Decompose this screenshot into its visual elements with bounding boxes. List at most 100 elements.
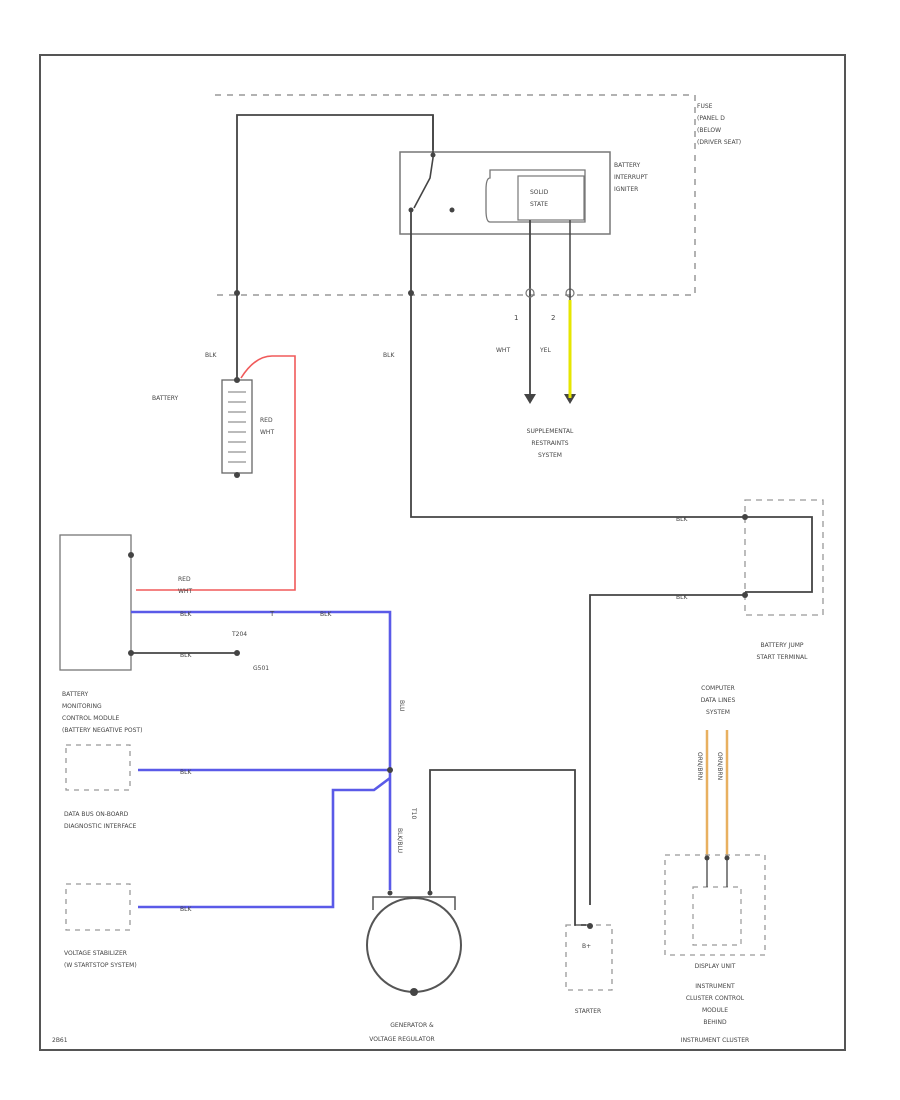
switch-node (430, 152, 436, 158)
red-wire (136, 355, 296, 591)
svg-text:IGNITER: IGNITER (614, 186, 638, 193)
jump-start-label: BATTERY JUMP START TERMINAL (757, 642, 809, 661)
interrupt-switch (413, 115, 434, 209)
svg-text:(DRIVER SEAT): (DRIVER SEAT) (697, 139, 741, 146)
svg-text:RESTRAINTS: RESTRAINTS (531, 440, 568, 447)
generator-node (427, 890, 433, 896)
svg-text:MODULE: MODULE (702, 1007, 728, 1014)
jump-node (742, 592, 748, 598)
ground-code-label: G501 (253, 665, 269, 672)
svg-text:(PANEL D: (PANEL D (697, 115, 725, 122)
jump-node (742, 514, 748, 520)
svg-text:START TERMINAL: START TERMINAL (757, 654, 809, 661)
starter-box (565, 924, 613, 991)
svg-text:SYSTEM: SYSTEM (538, 452, 562, 459)
diagram-code: 2B61 (52, 1037, 68, 1044)
svg-text:BATTERY JUMP: BATTERY JUMP (760, 642, 803, 649)
bmcm-node (128, 650, 134, 656)
yel-label: YEL (539, 347, 551, 354)
bmcm-node (128, 552, 134, 558)
battery-interrupt-igniter-label: BATTERY INTERRUPT IGNITER (614, 162, 648, 193)
display-unit-box (692, 886, 742, 946)
fuse-panel-label: FUSE (PANEL D (BELOW (DRIVER SEAT) (697, 103, 741, 146)
battery-interrupt-igniter-box (399, 151, 611, 235)
blk-blu-label: BLK/BLU (396, 828, 403, 853)
srs-label: SUPPLEMENTAL RESTRAINTS SYSTEM (527, 428, 574, 459)
orn-label: ORN/BRN (716, 752, 723, 780)
generator-node (387, 890, 393, 896)
starter-b-label: B+ (582, 943, 591, 950)
svg-text:VOLTAGE STABILIZER: VOLTAGE STABILIZER (64, 950, 127, 957)
orn-label: ORN/BRN (696, 752, 703, 780)
data-bus-label: DATA BUS ON-BOARD DIAGNOSTIC INTERFACE (64, 811, 137, 830)
fuse-panel-outline (215, 94, 696, 296)
svg-text:(BELOW: (BELOW (697, 127, 721, 134)
blk-label: BLK (676, 516, 688, 523)
blk-label: BLK (180, 611, 192, 618)
svg-text:MONITORING: MONITORING (62, 703, 102, 710)
diagram-frame (39, 54, 846, 1051)
svg-text:SOLID: SOLID (530, 189, 549, 196)
splice-t-label: T (269, 610, 275, 618)
solid-state-inner (517, 175, 585, 221)
svg-text:WHT: WHT (260, 429, 274, 436)
bmcm-label: BATTERY MONITORING CONTROL MODULE (BATTE… (62, 691, 142, 734)
wht-label: WHT (496, 347, 510, 354)
svg-text:DATA BUS ON-BOARD: DATA BUS ON-BOARD (64, 811, 129, 818)
arrow-icon (524, 394, 536, 404)
svg-text:SYSTEM: SYSTEM (706, 709, 730, 716)
svg-text:COMPUTER: COMPUTER (701, 685, 735, 692)
svg-text:FUSE: FUSE (697, 103, 713, 110)
blk-label: BLK (320, 611, 332, 618)
blk-label: BLK (205, 352, 217, 359)
svg-text:(W STARTSTOP SYSTEM): (W STARTSTOP SYSTEM) (64, 962, 137, 969)
svg-text:DATA LINES: DATA LINES (701, 697, 736, 704)
battery-monitoring-control-module (59, 534, 132, 671)
svg-text:RED: RED (178, 576, 191, 583)
connector-pin (525, 288, 535, 298)
t10-label: T10 (410, 807, 417, 819)
splice-node (234, 290, 240, 296)
svg-text:SUPPLEMENTAL: SUPPLEMENTAL (527, 428, 574, 435)
black-wires (131, 114, 813, 926)
svg-text:INSTRUMENT CLUSTER: INSTRUMENT CLUSTER (681, 1037, 749, 1044)
blk-label: BLK (180, 652, 192, 659)
svg-text:DIAGNOSTIC INTERFACE: DIAGNOSTIC INTERFACE (64, 823, 137, 830)
blk-label: BLK (676, 594, 688, 601)
red-wht-bcm-label: RED WHT (178, 576, 192, 595)
pin-2-label: 2 (551, 314, 555, 322)
switch-node (449, 207, 455, 213)
arrow-icon (564, 394, 576, 404)
svg-text:RED: RED (260, 417, 273, 424)
blk-label: BLK (180, 769, 192, 776)
generator-label: GENERATOR & VOLTAGE REGULATOR (369, 1022, 434, 1043)
jump-start-terminal-box (744, 499, 824, 616)
svg-text:BEHIND: BEHIND (703, 1019, 727, 1026)
battery-negative-terminal (234, 377, 240, 383)
voltage-stabilizer-label: VOLTAGE STABILIZER (W STARTSTOP SYSTEM) (64, 950, 137, 969)
splice-node (408, 290, 414, 296)
solid-state-label: SOLID STATE (530, 189, 549, 208)
starter-node (587, 923, 593, 929)
solid-state-box (485, 169, 586, 223)
svg-text:INSTRUMENT: INSTRUMENT (695, 983, 735, 990)
svg-text:CLUSTER CONTROL: CLUSTER CONTROL (686, 995, 745, 1002)
ground-t-label: T204 (231, 631, 247, 638)
generator-ground (410, 988, 418, 996)
bus-splice (387, 767, 393, 773)
blue-wires (131, 610, 392, 909)
svg-text:(BATTERY NEGATIVE POST): (BATTERY NEGATIVE POST) (62, 727, 142, 734)
svg-text:CONTROL MODULE: CONTROL MODULE (62, 715, 119, 722)
starter-label: STARTER (575, 1008, 601, 1015)
svg-text:BATTERY: BATTERY (614, 162, 641, 169)
data-bus-box (65, 744, 131, 791)
generator-symbol (366, 897, 462, 993)
battery-label: BATTERY (152, 395, 179, 402)
svg-text:GENERATOR &: GENERATOR & (390, 1022, 434, 1029)
svg-text:BATTERY: BATTERY (62, 691, 89, 698)
svg-text:VOLTAGE REGULATOR: VOLTAGE REGULATOR (369, 1036, 434, 1043)
svg-text:STATE: STATE (530, 201, 548, 208)
blk-label: BLK (383, 352, 395, 359)
display-unit-label: DISPLAY UNIT INSTRUMENT CLUSTER CONTROL … (681, 963, 749, 1044)
